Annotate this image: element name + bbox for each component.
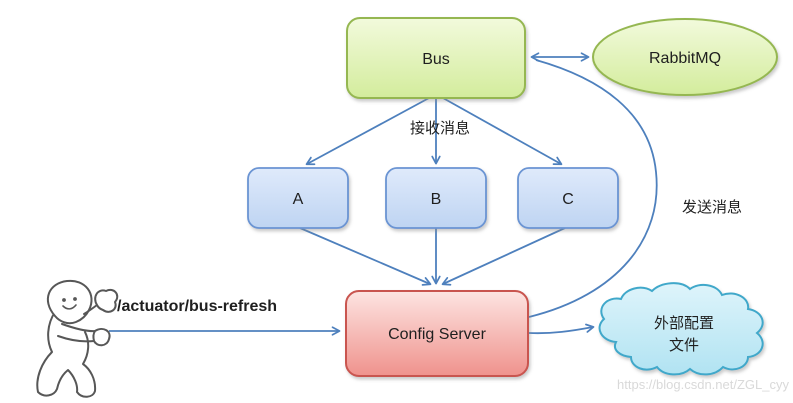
edges	[109, 52, 658, 336]
external-config-label-line2: 文件	[669, 337, 699, 354]
user-figure-upper-arm	[83, 304, 98, 315]
user-figure-raised-fist	[94, 289, 119, 313]
user-figure-head	[46, 279, 93, 325]
bus-refresh-endpoint-label: /actuator/bus-refresh	[117, 298, 277, 315]
send-message-label: 发送消息	[682, 199, 742, 216]
edge-bus-to-c	[442, 97, 563, 166]
user-figure-left-eye	[62, 298, 66, 302]
node-c: C	[517, 167, 619, 229]
config-server-box	[345, 290, 529, 377]
node-bus: Bus	[346, 17, 526, 99]
edge-config-server-to-cloud	[528, 323, 595, 335]
user-figure	[36, 279, 119, 398]
config-server-label: Config Server	[388, 326, 486, 343]
service-a-box	[247, 167, 349, 229]
rabbitmq-label: RabbitMQ	[649, 50, 721, 67]
user-figure-right-eye	[73, 297, 77, 301]
edge-config-server-to-bus-curve	[528, 59, 658, 318]
external-config-cloud	[598, 282, 764, 376]
edge-a-to-config-server	[299, 227, 432, 286]
bus-label: Bus	[422, 51, 450, 68]
service-b-box	[385, 167, 487, 229]
service-c-label: C	[562, 191, 574, 208]
service-c-box	[517, 167, 619, 229]
node-rabbitmq: RabbitMQ	[592, 18, 778, 96]
service-b-label: B	[431, 191, 442, 208]
node-b: B	[385, 167, 487, 229]
bus-box	[346, 17, 526, 99]
user-figure-body	[36, 311, 97, 398]
external-config-label-line1: 外部配置	[654, 315, 714, 332]
node-external-config: 外部配置 文件	[598, 282, 764, 376]
receive-message-label: 接收消息	[410, 120, 470, 137]
user-figure-smile	[62, 304, 77, 310]
user-figure-forward-hand	[92, 328, 111, 347]
node-a: A	[247, 167, 349, 229]
edge-c-to-config-server	[441, 227, 566, 286]
rabbitmq-ellipse	[592, 18, 778, 96]
watermark-text: https://blog.csdn.net/ZGL_cyy	[617, 377, 789, 392]
user-figure-arm-bottom	[57, 335, 95, 343]
service-a-label: A	[293, 191, 304, 208]
edge-bus-to-a	[305, 97, 430, 166]
node-config-server: Config Server	[345, 290, 529, 377]
